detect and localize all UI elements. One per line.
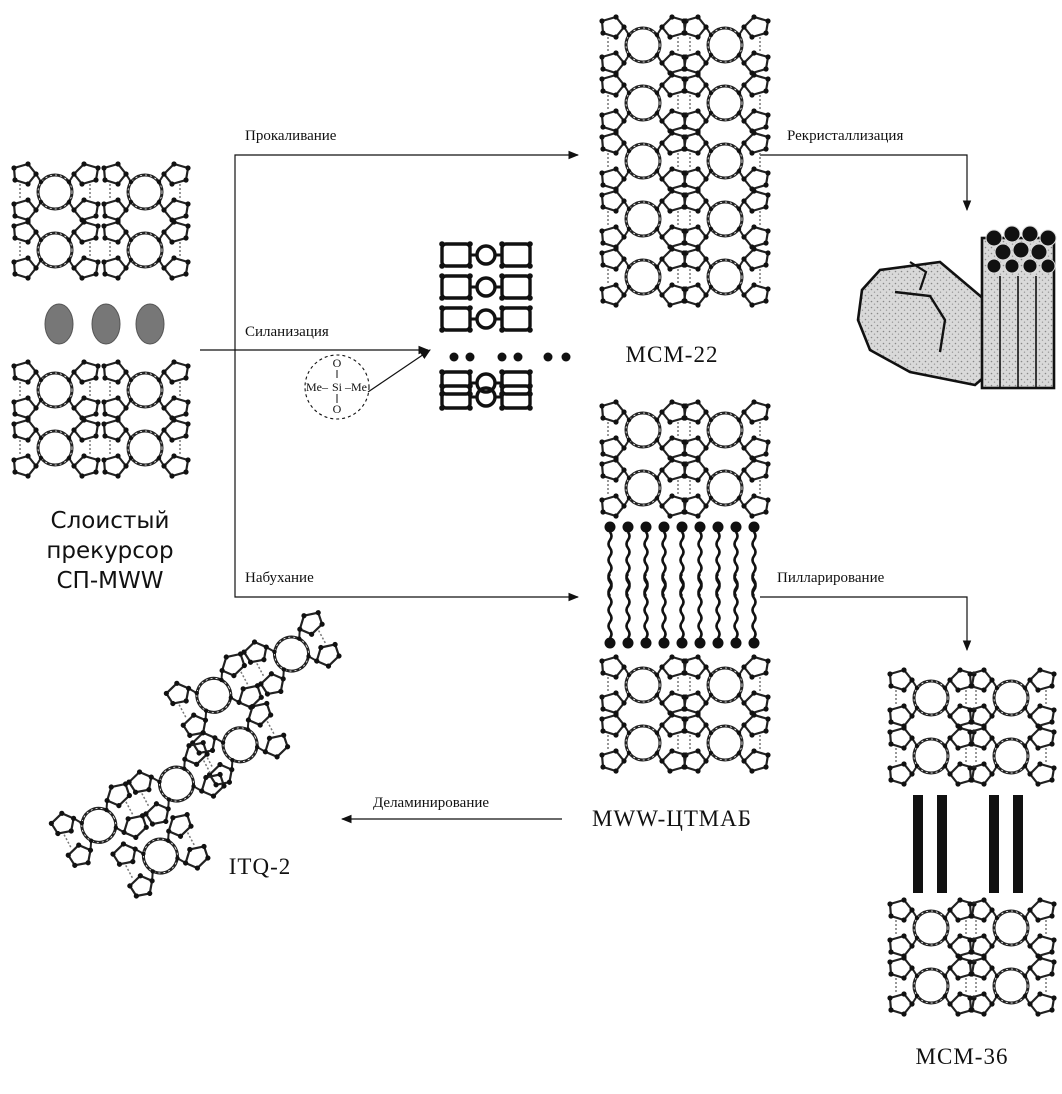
precursor-bottom-layer — [9, 357, 193, 481]
mcm22-structure — [597, 12, 773, 310]
surfactant-chains-lower — [603, 572, 761, 650]
mcm22-label: MCM-22 — [626, 342, 719, 367]
mcm36-structure — [885, 665, 1059, 1019]
mww-ctmab-label: MWW-ЦТМАБ — [592, 806, 752, 831]
recrystallization-label: Рекристаллизация — [787, 128, 903, 144]
precursor-label-line2: прекурсор — [46, 538, 173, 564]
itq2-structure — [44, 604, 348, 906]
process-arrows — [200, 150, 972, 824]
precursor-structure — [9, 159, 193, 481]
silane-silicon: Si — [332, 380, 343, 394]
silica-pillars — [913, 795, 1023, 893]
silanization-label: Силанизация — [245, 324, 329, 340]
delamination-label: Деламинирование — [373, 795, 489, 811]
silane-bottom-oxygen: O — [333, 402, 342, 416]
calcination-label: Прокаливание — [245, 128, 337, 144]
silane-right-methyl: –Me — [344, 380, 367, 394]
silane-group: O Me– Si –Me O — [304, 354, 370, 420]
silanized-structure — [437, 239, 571, 413]
pillaring-label: Пилларирование — [777, 570, 885, 586]
swelling-label: Набухание — [245, 570, 314, 586]
mww-ctmab-structure — [597, 397, 773, 776]
itq2-label: ITQ-2 — [229, 854, 291, 879]
precursor-label-line1: Слоистый — [51, 508, 170, 534]
precursor-top-layer — [9, 159, 193, 283]
silane-left-methyl: Me– — [306, 380, 329, 394]
precursor-label-line3: СП-MWW — [57, 568, 164, 594]
mesoporous-particle — [856, 225, 1057, 390]
silane-top-oxygen: O — [333, 356, 342, 370]
mcm36-label: MCM-36 — [916, 1044, 1009, 1069]
interlayer-template-ellipses — [44, 303, 165, 345]
